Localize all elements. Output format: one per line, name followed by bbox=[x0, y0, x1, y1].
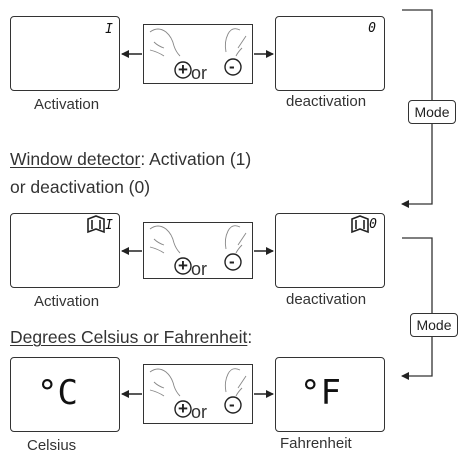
mode-button[interactable]: Mode bbox=[410, 313, 458, 337]
or-label: or bbox=[191, 402, 208, 422]
heading-degrees: Degrees Celsius or Fahrenheit: bbox=[10, 327, 252, 347]
display-value: °C bbox=[37, 373, 78, 413]
plus-circle-icon bbox=[174, 400, 192, 418]
plus-button[interactable]: + bbox=[178, 60, 188, 79]
display-celsius: °C bbox=[10, 357, 120, 432]
window-icon bbox=[351, 215, 369, 234]
caption-fahrenheit: Fahrenheit bbox=[280, 435, 352, 452]
minus-button[interactable]: - bbox=[229, 57, 235, 76]
or-label: or bbox=[191, 63, 208, 83]
display-deactivation: 0 bbox=[275, 213, 385, 288]
display-value: I bbox=[105, 218, 113, 233]
minus-button[interactable]: - bbox=[229, 395, 235, 414]
caption-activation: Activation bbox=[34, 96, 100, 113]
heading-window-detector-line2: or deactivation (0) bbox=[10, 177, 151, 197]
minus-circle-icon bbox=[224, 58, 242, 76]
plus-button[interactable]: + bbox=[178, 256, 188, 275]
display-value: I bbox=[105, 22, 113, 37]
display-value: °F bbox=[300, 373, 341, 413]
minus-circle-icon bbox=[224, 253, 242, 271]
plus-circle-icon bbox=[174, 61, 192, 79]
plus-button[interactable]: + bbox=[178, 399, 188, 418]
heading-underlined: Degrees Celsius or Fahrenheit bbox=[10, 327, 248, 347]
hand-pointer-icon bbox=[149, 28, 247, 397]
display-value: 0 bbox=[369, 217, 377, 232]
minus-button[interactable]: - bbox=[229, 252, 235, 271]
display-activation: I bbox=[10, 16, 120, 91]
minus-circle-icon bbox=[224, 396, 242, 414]
heading-rest: : bbox=[247, 327, 253, 347]
window-icon bbox=[87, 215, 105, 234]
display-deactivation: 0 bbox=[275, 16, 385, 91]
caption-activation: Activation bbox=[34, 293, 100, 310]
heading-rest: : Activation (1) bbox=[140, 149, 252, 169]
display-value: 0 bbox=[368, 21, 376, 36]
heading-underlined: Window detector bbox=[10, 149, 141, 169]
caption-deactivation: deactivation bbox=[286, 93, 367, 110]
caption-celsius: Celsius bbox=[27, 437, 77, 454]
mode-button[interactable]: Mode bbox=[408, 100, 456, 124]
caption-deactivation: deactivation bbox=[286, 291, 367, 308]
heading-window-detector: Window detector: Activation (1) bbox=[10, 149, 251, 169]
plus-circle-icon bbox=[174, 257, 192, 275]
flow-line bbox=[401, 9, 433, 380]
display-activation: I bbox=[10, 213, 120, 288]
display-fahrenheit: °F bbox=[275, 357, 385, 432]
or-label: or bbox=[191, 259, 208, 279]
